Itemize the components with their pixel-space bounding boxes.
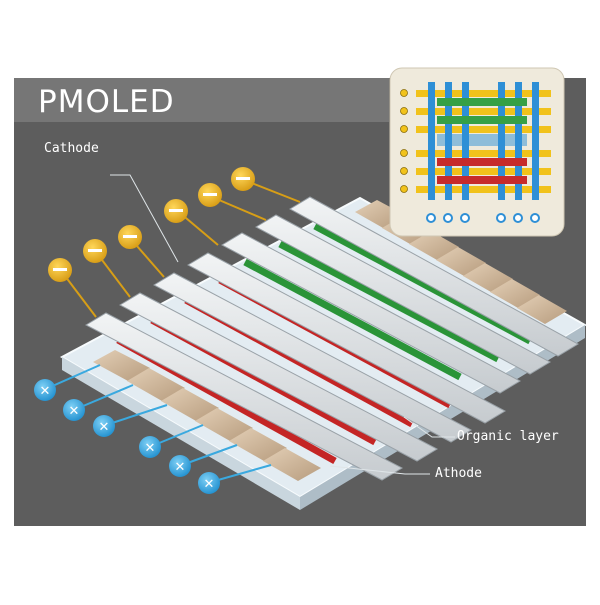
- svg-text:✕: ✕: [69, 404, 80, 419]
- leader-lines: [110, 174, 455, 475]
- svg-text:✕: ✕: [145, 441, 156, 456]
- cathode-leader: [110, 174, 179, 263]
- organic-layer-leader: [403, 416, 455, 438]
- minus-terminal-icon: [48, 167, 255, 282]
- inset-bottom-terminals: [426, 213, 540, 223]
- title-band: [14, 78, 389, 122]
- matrix-inset: [389, 67, 565, 237]
- svg-text:✕: ✕: [40, 384, 51, 399]
- svg-text:✕: ✕: [99, 420, 110, 435]
- athode-leader: [329, 465, 430, 475]
- inset-emitters: [437, 98, 527, 184]
- plus-terminal-icon: ✕ ✕ ✕ ✕ ✕ ✕: [34, 379, 220, 494]
- anode-pads-front: [93, 350, 321, 481]
- green-emitter-rows: [243, 222, 532, 381]
- athode-label: Athode: [435, 466, 482, 481]
- anode-terminals: [47, 364, 272, 483]
- cathode-label: Cathode: [44, 141, 99, 156]
- organic-layer-label: Organic layer: [457, 429, 559, 444]
- inset-left-terminals: [400, 89, 408, 193]
- svg-text:✕: ✕: [175, 460, 186, 475]
- cathode-strips: [84, 196, 580, 481]
- svg-text:✕: ✕: [204, 477, 215, 492]
- diagram-title: PMOLED: [38, 84, 175, 120]
- inset-cathode-rows: [416, 90, 551, 193]
